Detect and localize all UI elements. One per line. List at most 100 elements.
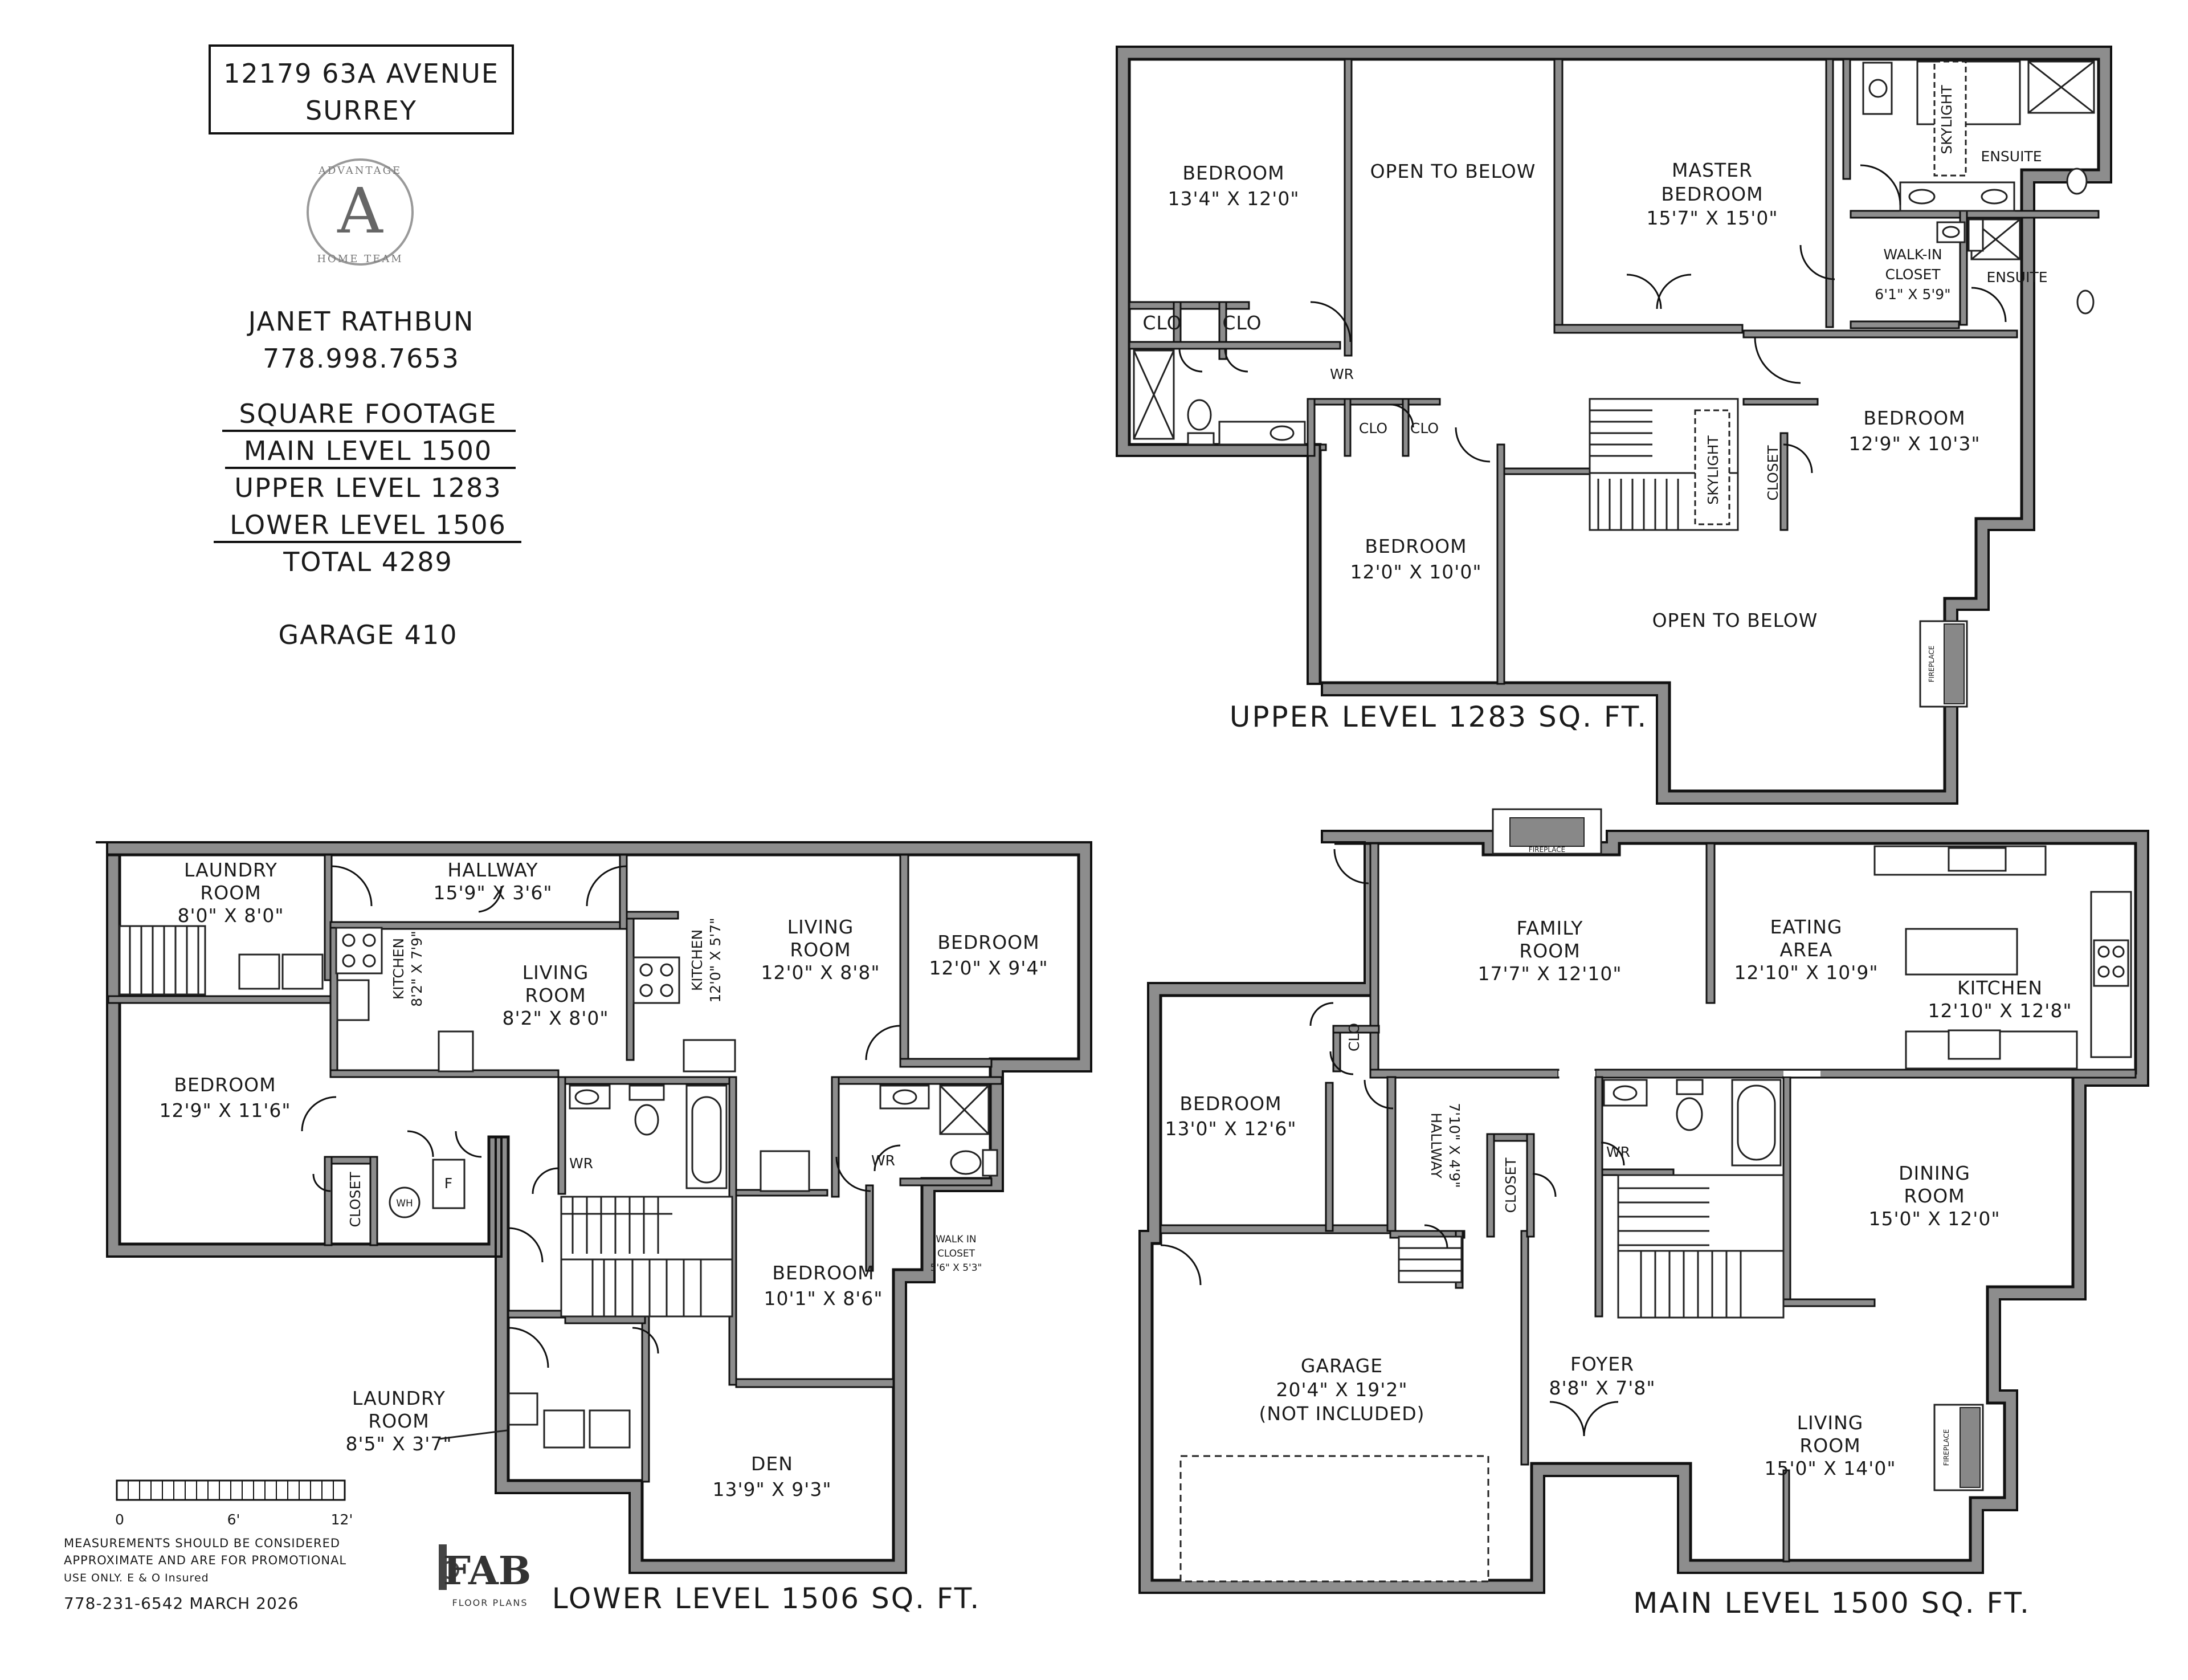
sqft-garage: GARAGE 410 [278, 619, 458, 650]
upper-bedroom2-dim: 12'9" X 10'3" [1848, 433, 1980, 455]
lower-laundry2-dim: 8'5" X 3'7" [345, 1433, 452, 1455]
lower-bedroom3-name: BEDROOM [772, 1262, 874, 1284]
main-garage-dim: 20'4" X 19'2" [1276, 1379, 1407, 1401]
upper-skylight2-label: SKYLIGHT [1705, 435, 1721, 505]
lower-living2-name2: ROOM [790, 939, 851, 961]
upper-clo4-label: CLO [1410, 420, 1439, 437]
main-foyer-name: FOYER [1570, 1353, 1634, 1375]
main-dining-name2: ROOM [1904, 1185, 1965, 1207]
main-kitchen-name: KITCHEN [1957, 977, 2043, 999]
upper-fireplace-label: FIREPLACE [1928, 646, 1936, 683]
main-closet-label: CLOSET [1503, 1157, 1519, 1213]
main-level-plan: FIREPLACE F [1138, 808, 2149, 1620]
main-level-title: MAIN LEVEL 1500 SQ. FT. [1633, 1587, 2031, 1620]
scale-tick-6: 6' [227, 1511, 240, 1528]
upper-walkin-name2: CLOSET [1885, 266, 1941, 283]
scale-tick-0: 0 [115, 1511, 124, 1528]
lower-living2-dim: 12'0" X 8'8" [761, 961, 880, 984]
lower-kitchen1-dim: 8'2" X 7'9" [409, 931, 425, 1006]
lower-bedroom3-dim: 10'1" X 8'6" [764, 1287, 883, 1310]
lower-laundry1-name2: ROOM [200, 882, 261, 904]
lower-kitchen1-name: KITCHEN [390, 938, 407, 1000]
footer-notes: MEASUREMENTS SHOULD BE CONSIDERED APPROX… [64, 1536, 531, 1613]
lower-wh-label: WH [396, 1198, 413, 1209]
footer-note-line2: APPROXIMATE AND ARE FOR PROMOTIONAL [64, 1553, 346, 1567]
upper-bedroom1-name: BEDROOM [1182, 162, 1284, 184]
logo-letter: A [337, 174, 383, 247]
main-eating-name1: EATING [1770, 916, 1842, 938]
upper-open2-label: OPEN TO BELOW [1652, 609, 1818, 631]
lower-kitchen2-dim: 12'0" X 5'7" [707, 918, 724, 1002]
lower-level-title: LOWER LEVEL 1506 SQ. FT. [552, 1582, 981, 1615]
upper-bedroom2-name: BEDROOM [1863, 407, 1965, 429]
lower-walkin-name2: CLOSET [937, 1248, 975, 1259]
upper-bedroom3-dim: 12'0" X 10'0" [1350, 561, 1481, 583]
lower-laundry1-dim: 8'0" X 8'0" [177, 904, 284, 927]
main-eating-name2: AREA [1780, 939, 1833, 961]
lower-level-plan: LAUNDRY ROOM 8'0" X 8'0" HALLWAY 15'9" X… [96, 841, 1092, 1615]
lower-living1-name1: LIVING [522, 961, 589, 984]
sqft-lower: LOWER LEVEL 1506 [230, 509, 507, 540]
upper-closet-label: CLOSET [1765, 445, 1781, 501]
sqft-heading: SQUARE FOOTAGE [239, 398, 497, 429]
main-bedroom-dim: 13'0" X 12'6" [1165, 1118, 1296, 1140]
lower-wr2-label: WR [871, 1152, 895, 1169]
lower-walkin-dim: 5'6" X 5'3" [930, 1262, 982, 1274]
main-fireplace1-label: FIREPLACE [1529, 846, 1566, 854]
lower-bedroom2-name: BEDROOM [174, 1074, 276, 1096]
upper-level-plan: FIREPLACE BEDROOM 13'4" X 12'0" OPEN TO … [1116, 46, 2112, 805]
address-line2: SURREY [305, 95, 417, 126]
scale-bar: 0 6' 12' [115, 1479, 353, 1528]
upper-walkin-name1: WALK-IN [1883, 246, 1942, 263]
lower-bedroom1-dim: 12'0" X 9'4" [929, 957, 1048, 979]
main-living-name2: ROOM [1799, 1434, 1860, 1457]
upper-level-title: UPPER LEVEL 1283 SQ. FT. [1230, 700, 1648, 733]
lower-laundry1-name1: LAUNDRY [184, 859, 277, 881]
main-hallway-name: HALLWAY [1428, 1112, 1444, 1179]
main-bedroom-name: BEDROOM [1179, 1092, 1281, 1115]
main-garage-name: GARAGE [1301, 1355, 1383, 1377]
upper-master-name2: BEDROOM [1661, 183, 1763, 205]
lower-living1-name2: ROOM [525, 984, 586, 1006]
advantage-logo: ADVANTAGE A HOME TEAM [307, 158, 414, 266]
upper-ensuite2-label: ENSUITE [1986, 269, 2047, 286]
footer-note-line3: USE ONLY. E & O Insured [64, 1572, 209, 1584]
upper-clo2-label: CLO [1222, 312, 1262, 334]
lower-laundry2-name2: ROOM [368, 1410, 429, 1432]
fab-logo: FAB FLOOR PLANS [439, 1544, 531, 1608]
upper-walkin-dim: 6'1" X 5'9" [1875, 286, 1950, 303]
lower-f-label: F [444, 1175, 452, 1192]
lower-living1-dim: 8'2" X 8'0" [502, 1007, 609, 1029]
upper-clo1-label: CLO [1142, 312, 1182, 334]
scale-tick-12: 12' [331, 1511, 353, 1528]
main-kitchen-dim: 12'10" X 12'8" [1928, 1000, 2072, 1022]
upper-bedroom3-name: BEDROOM [1365, 535, 1467, 557]
upper-stairs [1589, 398, 1739, 531]
lower-hallway-dim: 15'9" X 3'6" [433, 882, 552, 904]
main-fireplace2-label: FIREPLACE [1942, 1429, 1950, 1466]
upper-master-name1: MASTER [1672, 159, 1753, 181]
lower-closet-label: CLOSET [347, 1172, 364, 1228]
sqft-total: TOTAL 4289 [283, 547, 453, 577]
upper-bedroom1-dim: 13'4" X 12'0" [1168, 187, 1299, 210]
lower-den-name: DEN [751, 1453, 793, 1475]
upper-clo3-label: CLO [1359, 420, 1387, 437]
main-family-name2: ROOM [1519, 940, 1580, 962]
main-living-dim: 15'0" X 14'0" [1764, 1457, 1896, 1479]
main-family-dim: 17'7" X 12'10" [1477, 963, 1622, 985]
sqft-main: MAIN LEVEL 1500 [244, 435, 492, 466]
header-block: 12179 63A AVENUE SURREY ADVANTAGE A HOME… [209, 44, 521, 650]
footer-note-line1: MEASUREMENTS SHOULD BE CONSIDERED [64, 1536, 340, 1550]
main-garage-note: (NOT INCLUDED) [1259, 1402, 1424, 1425]
address-line1: 12179 63A AVENUE [223, 58, 499, 89]
main-living-name1: LIVING [1797, 1412, 1864, 1434]
lower-bedroom1-name: BEDROOM [937, 931, 1039, 953]
main-dining-dim: 15'0" X 12'0" [1868, 1208, 2000, 1230]
lower-living2-name1: LIVING [787, 916, 854, 938]
main-foyer-dim: 8'8" X 7'8" [1549, 1377, 1655, 1399]
upper-open1-label: OPEN TO BELOW [1370, 160, 1536, 182]
lower-kitchen2-name: KITCHEN [689, 929, 705, 991]
sqft-upper: UPPER LEVEL 1283 [234, 472, 501, 503]
upper-ensuite1-label: ENSUITE [1981, 148, 2042, 165]
